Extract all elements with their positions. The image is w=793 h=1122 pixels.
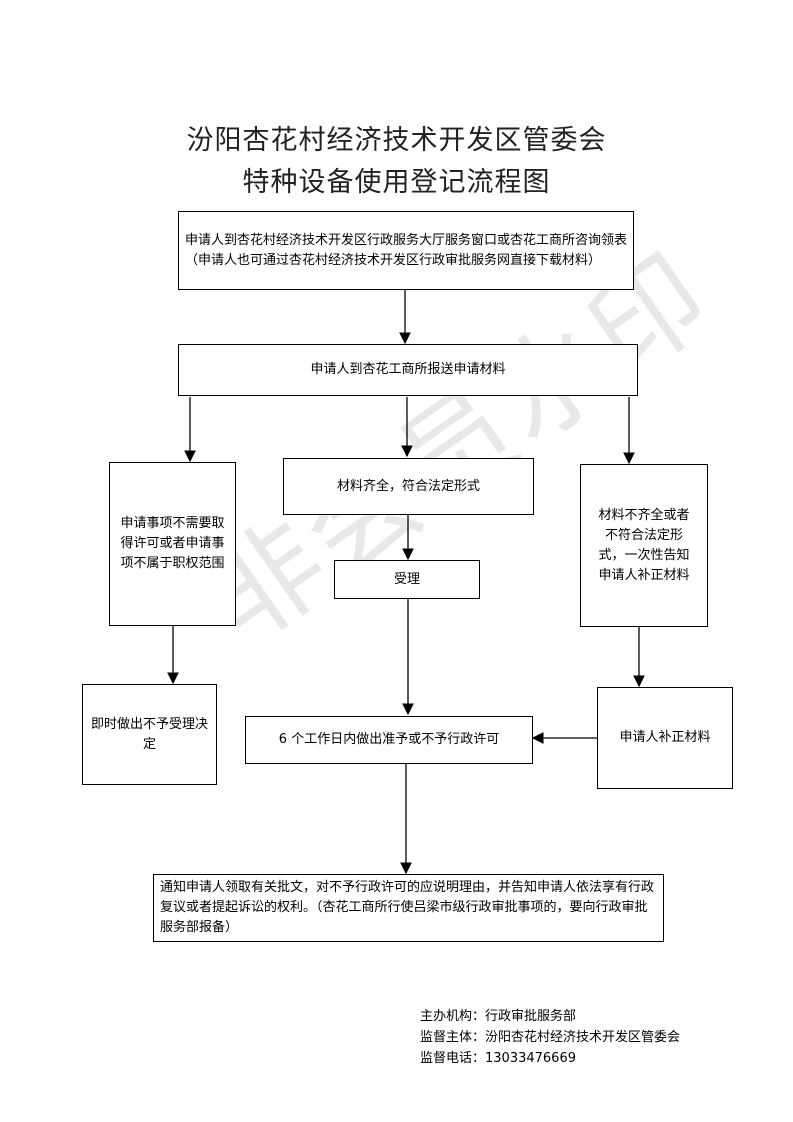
footer-supervisor: 监督主体：汾阳杏花村经济技术开发区管委会	[420, 1030, 681, 1045]
step-immediate-reject: 即时做出不予受理决定	[82, 684, 217, 785]
title-line-1: 汾阳杏花村经济技术开发区管委会	[186, 125, 607, 156]
step-submit: 申请人到杏花工商所报送申请材料	[178, 344, 638, 396]
step-decision-text: 6 个工作日内做出准予或不予行政许可	[278, 732, 500, 747]
step-decision: 6 个工作日内做出准予或不予行政许可	[245, 716, 533, 764]
step-supplement: 申请人补正材料	[597, 687, 733, 789]
step-not-required: 申请事项不需要取得许可或者申请事项不属于职权范围	[109, 462, 236, 626]
step-incomplete-text: 材料不齐全或者不符合法定形式，一次性告知申请人补正材料	[598, 507, 690, 583]
footer-phone: 监督电话：13033476669	[420, 1051, 576, 1066]
step-incomplete: 材料不齐全或者不符合法定形式，一次性告知申请人补正材料	[580, 464, 708, 627]
step-consult: 申请人到杏花村经济技术开发区行政服务大厅服务窗口或杏花工商所咨询领表（申请人也可…	[178, 211, 634, 290]
step-complete-text: 材料齐全，符合法定形式	[336, 478, 480, 494]
step-supplement-text: 申请人补正材料	[619, 730, 711, 745]
step-accept: 受理	[334, 560, 480, 599]
step-notify-text: 通知申请人领取有关批文，对不予行政许可的应说明理由，并告知申请人依法享有行政复议…	[160, 880, 655, 935]
step-not-required-text: 申请事项不需要取得许可或者申请事项不属于职权范围	[120, 516, 225, 571]
title-line-2: 特种设备使用登记流程图	[242, 167, 551, 198]
step-immediate-reject-text: 即时做出不予受理决定	[91, 716, 209, 752]
step-notify: 通知申请人领取有关批文，对不予行政许可的应说明理由，并告知申请人依法享有行政复议…	[153, 874, 664, 942]
step-complete: 材料齐全，符合法定形式	[283, 458, 534, 515]
step-submit-text: 申请人到杏花工商所报送申请材料	[310, 362, 506, 377]
footer-organizer: 主办机构：行政审批服务部	[420, 1009, 577, 1024]
step-accept-text: 受理	[393, 571, 420, 587]
step-consult-text: 申请人到杏花村经济技术开发区行政服务大厅服务窗口或杏花工商所咨询领表（申请人也可…	[185, 232, 628, 268]
